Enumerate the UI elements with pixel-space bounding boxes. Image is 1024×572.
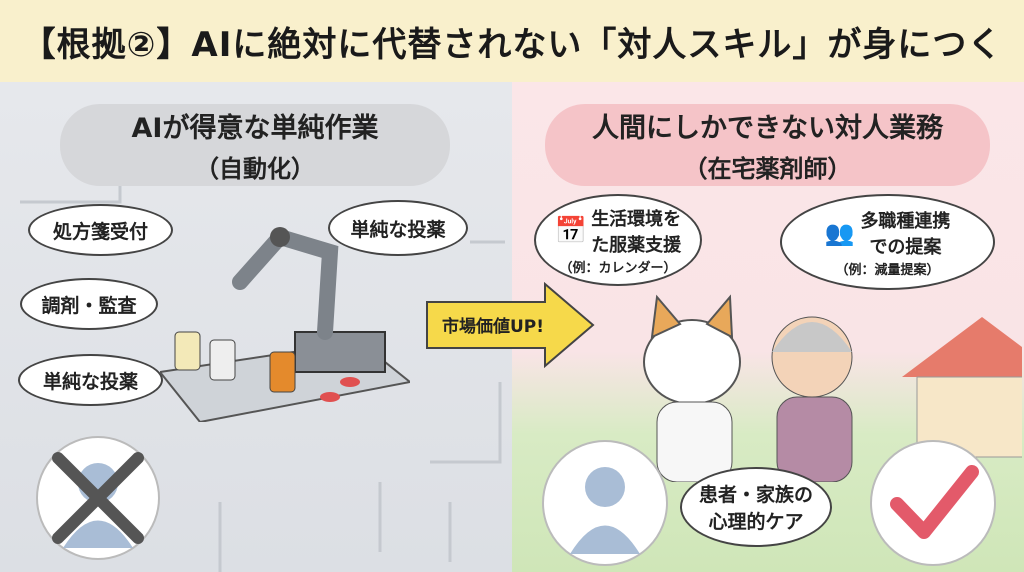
bubble-dispensing: 調剤・監査 xyxy=(20,278,158,330)
left-title-pill: AIが得意な単純作業 （自動化） xyxy=(60,104,450,186)
check-badge xyxy=(870,440,996,566)
checkmark-icon xyxy=(890,465,979,539)
calendar-icon: 📅 xyxy=(554,215,588,246)
bubble-line: た服薬支援 xyxy=(591,234,682,256)
right-subtitle: （在宅薬剤師） xyxy=(683,155,852,183)
arrow-label: 市場価値UP! xyxy=(441,317,545,337)
right-panel: 人間にしかできない対人業務 （在宅薬剤師） 📅 生活環境をた服薬支援 （例：カレ… xyxy=(512,82,1024,572)
header-banner: 【根拠②】AIに絶対に代替されない「対人スキル」が身につく xyxy=(0,0,1024,82)
bubble-note: （例：減量提案） xyxy=(835,262,940,278)
left-subtitle: （自動化） xyxy=(195,155,315,183)
bubble-line: 生活環境を xyxy=(591,208,682,230)
bubble-simple-medication-2: 単純な投薬 xyxy=(328,200,468,256)
human-person-badge xyxy=(542,440,668,566)
cat-pharmacist-and-elder-illustration xyxy=(643,294,1022,482)
bubble-line: 心理的ケア xyxy=(708,511,804,533)
person-icon xyxy=(570,467,640,554)
bubble-note: （例：カレンダー） xyxy=(559,260,677,276)
page-title: 【根拠②】AIに絶対に代替されない「対人スキル」が身につく xyxy=(21,24,1003,65)
right-title: 人間にしかできない対人業務 xyxy=(592,113,943,144)
arrow-right-icon xyxy=(426,282,595,368)
bubble-team-proposal: 👥 多職種連携での提案 （例：減量提案） xyxy=(780,194,995,290)
bubble-line: 多職種連携 xyxy=(860,210,951,232)
bubble-line: での提案 xyxy=(869,236,942,258)
left-title: AIが得意な単純作業 xyxy=(131,113,379,144)
right-title-pill: 人間にしかできない対人業務 （在宅薬剤師） xyxy=(545,104,990,186)
replaced-person-badge xyxy=(36,436,160,560)
bubble-simple-medication: 単純な投薬 xyxy=(18,354,163,406)
market-value-arrow: 市場価値UP! xyxy=(425,282,595,368)
bubble-line: 患者・家族の xyxy=(698,484,813,506)
bubble-psychological-care: 患者・家族の 心理的ケア xyxy=(680,467,832,547)
bubble-prescription: 処方箋受付 xyxy=(28,204,173,256)
robot-arm-illustration xyxy=(160,227,410,422)
people-icon: 👥 xyxy=(824,218,855,247)
person-crossed-icon xyxy=(52,452,144,548)
bubble-living-support: 📅 生活環境をた服薬支援 （例：カレンダー） xyxy=(534,194,702,286)
